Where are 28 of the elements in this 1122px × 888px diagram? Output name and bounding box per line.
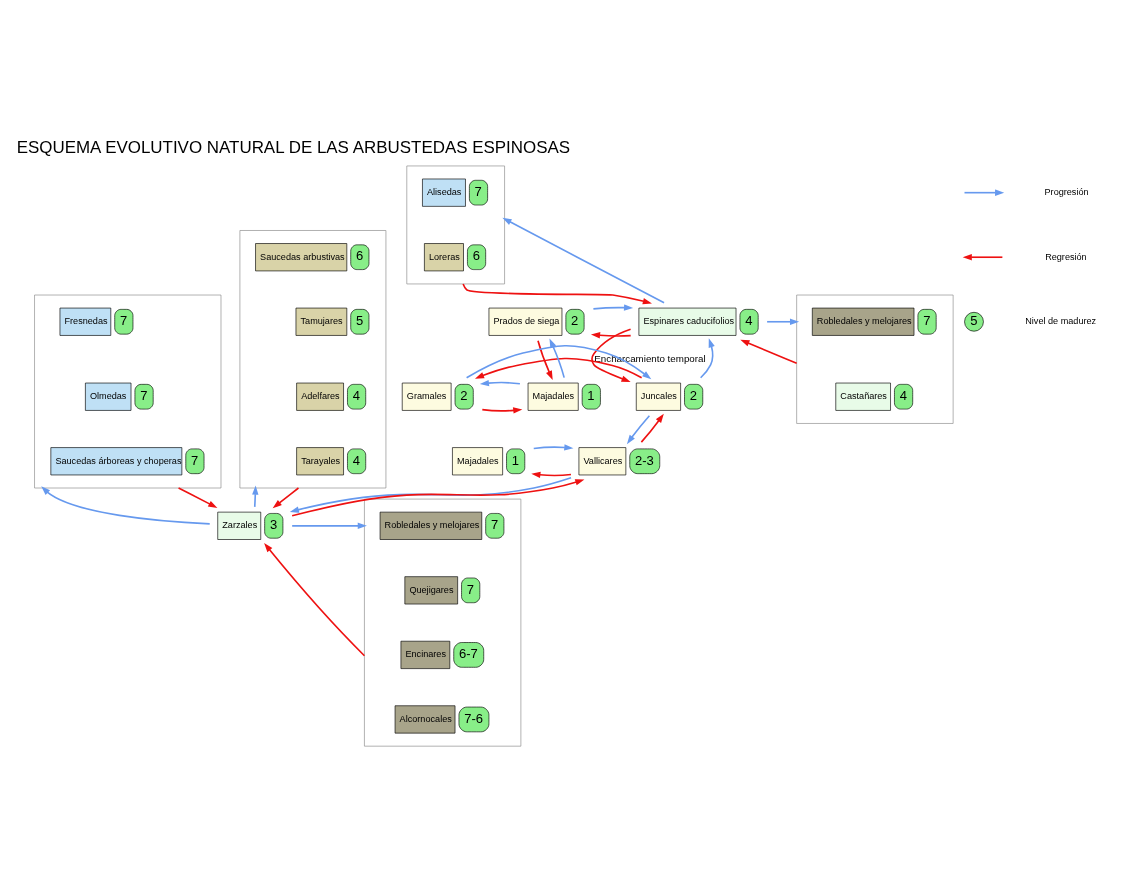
node-label: 4 xyxy=(352,387,360,403)
node-label: 3 xyxy=(269,517,278,533)
node-label: 7 xyxy=(119,313,128,329)
node-label: 5 xyxy=(355,313,364,329)
legend-label: Nivel de madurez xyxy=(1025,316,1097,327)
node-label: 6-7 xyxy=(458,646,478,662)
node-label: 7 xyxy=(490,517,499,533)
node-label: 4 xyxy=(745,313,753,329)
node-label: 2 xyxy=(571,313,579,329)
diagram-title: ESQUEMA EVOLUTIVO NATURAL DE LAS ARBUSTEDAS ESPINOSAS xyxy=(16,137,571,157)
legend-label: Regresión xyxy=(1045,251,1087,262)
node-label: 1 xyxy=(587,387,595,403)
node-label: 6 xyxy=(355,248,364,264)
node-label: 1 xyxy=(511,452,520,468)
label: 5 xyxy=(970,313,978,329)
node-label: 7 xyxy=(466,581,475,597)
node-label: 4 xyxy=(352,452,360,468)
legend-label: Progresión xyxy=(1044,187,1089,198)
node-label: 7 xyxy=(140,387,148,403)
node-label: 7 xyxy=(474,183,482,199)
node-label: 6 xyxy=(472,248,480,264)
node-label: 7 xyxy=(191,452,199,468)
node-label: 2-3 xyxy=(634,452,654,468)
node-label: 7-6 xyxy=(464,710,483,726)
node-label: 2 xyxy=(689,387,697,403)
node-label: 4 xyxy=(899,387,907,403)
node-label: 2 xyxy=(460,387,468,403)
node-label: 7 xyxy=(923,313,931,329)
